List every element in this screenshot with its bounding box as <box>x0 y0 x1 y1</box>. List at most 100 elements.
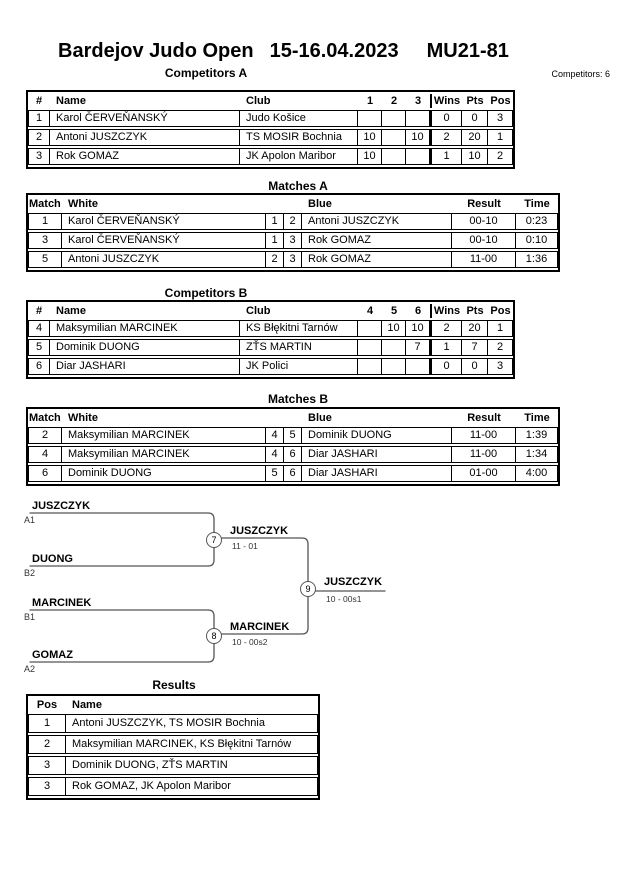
cell: Antoni JUSZCZYK <box>302 213 452 230</box>
cell <box>358 358 382 375</box>
column-header: # <box>35 95 43 107</box>
bracket-entry-seed: A1 <box>24 515 36 525</box>
bracket-line <box>29 512 215 541</box>
cell: 1:39 <box>516 427 558 444</box>
column-header: Match <box>29 412 61 424</box>
column-header: Wins <box>430 304 462 318</box>
cell: 6 <box>28 465 62 482</box>
cell: 0:23 <box>516 213 558 230</box>
cell: Antoni JUSZCZYK <box>50 129 240 146</box>
cell: Dominik DUONG <box>302 427 452 444</box>
cell: Antoni JUSZCZYK, TS MOSIR Bochnia <box>66 714 318 733</box>
column-header <box>284 197 302 211</box>
cell: 10 <box>462 148 488 165</box>
cell: 1 <box>488 129 513 146</box>
bracket-entry-seed: B1 <box>24 612 36 622</box>
cell: 0 <box>462 110 488 127</box>
column-header <box>266 197 284 211</box>
cell: Karol ČERVEŇANSKÝ <box>62 213 266 230</box>
cell: 2 <box>28 427 62 444</box>
cell: 2 <box>28 735 66 754</box>
column-header: Match <box>29 198 61 210</box>
cell <box>358 339 382 356</box>
cell: Rok GOMAZ, JK Apolon Maribor <box>66 777 318 796</box>
cell: 3 <box>284 251 302 268</box>
column-header: Time <box>524 198 550 210</box>
cell: Diar JASHARI <box>302 446 452 463</box>
cell: 6 <box>28 358 50 375</box>
cell: 2 <box>266 251 284 268</box>
cell: Diar JASHARI <box>302 465 452 482</box>
bracket-match-number: 9 <box>300 581 316 597</box>
cell: 0:10 <box>516 232 558 249</box>
column-header: Name <box>56 95 86 107</box>
bracket-entry-name: MARCINEK <box>32 597 92 609</box>
cell: Maksymilian MARCINEK <box>50 320 240 337</box>
cell: Maksymilian MARCINEK, KS Błękitni Tarnów <box>66 735 318 754</box>
cell: 2 <box>430 129 462 146</box>
cell: 1 <box>488 320 513 337</box>
column-header: 1 <box>366 95 374 107</box>
cell <box>358 110 382 127</box>
cell: JK Apolon Maribor <box>240 148 358 165</box>
cell: 20 <box>462 129 488 146</box>
cell: 5 <box>266 465 284 482</box>
bracket-match-winner: JUSZCZYK <box>324 576 383 588</box>
cell: Karol ČERVEŇANSKÝ <box>50 110 240 127</box>
cell: Dominik DUONG <box>62 465 266 482</box>
cell: 4:00 <box>516 465 558 482</box>
cell: 4 <box>28 446 62 463</box>
cell: Dominik DUONG <box>50 339 240 356</box>
bracket-match-winner: JUSZCZYK <box>230 525 289 537</box>
section-title-results: Results <box>152 678 196 692</box>
cell: JK Polici <box>240 358 358 375</box>
cell: 2 <box>284 213 302 230</box>
column-header: 3 <box>414 95 422 107</box>
bracket-match-score: 10 - 00s1 <box>326 594 362 604</box>
cell: 5 <box>284 427 302 444</box>
event-name: Bardejov Judo Open <box>58 40 254 62</box>
cell: 2 <box>28 129 50 146</box>
column-header: Pos <box>490 95 511 107</box>
cell: 3 <box>28 232 62 249</box>
cell: 10 <box>358 129 382 146</box>
column-header <box>284 411 302 425</box>
bracket-match-score: 11 - 01 <box>232 541 258 551</box>
cell: 5 <box>28 339 50 356</box>
cell: 00-10 <box>452 213 516 230</box>
column-header: # <box>35 305 43 317</box>
cell: Antoni JUSZCZYK <box>62 251 266 268</box>
cell: 7 <box>462 339 488 356</box>
column-header: Club <box>246 305 271 317</box>
cell: 3 <box>28 777 66 796</box>
cell: 1:34 <box>516 446 558 463</box>
cell: 6 <box>284 465 302 482</box>
cell: 0 <box>430 110 462 127</box>
bracket-line <box>213 537 309 590</box>
cell: 10 <box>382 320 406 337</box>
cell: 0 <box>462 358 488 375</box>
column-header: Name <box>72 699 102 711</box>
column-header: White <box>68 198 98 210</box>
cell: 1 <box>28 213 62 230</box>
column-header: Pts <box>466 305 484 317</box>
cell: 1:36 <box>516 251 558 268</box>
column-header: Name <box>56 305 86 317</box>
column-header: Result <box>467 412 501 424</box>
column-header <box>266 411 284 425</box>
cell: Rok GOMAZ <box>302 232 452 249</box>
bracket-line <box>29 609 215 637</box>
